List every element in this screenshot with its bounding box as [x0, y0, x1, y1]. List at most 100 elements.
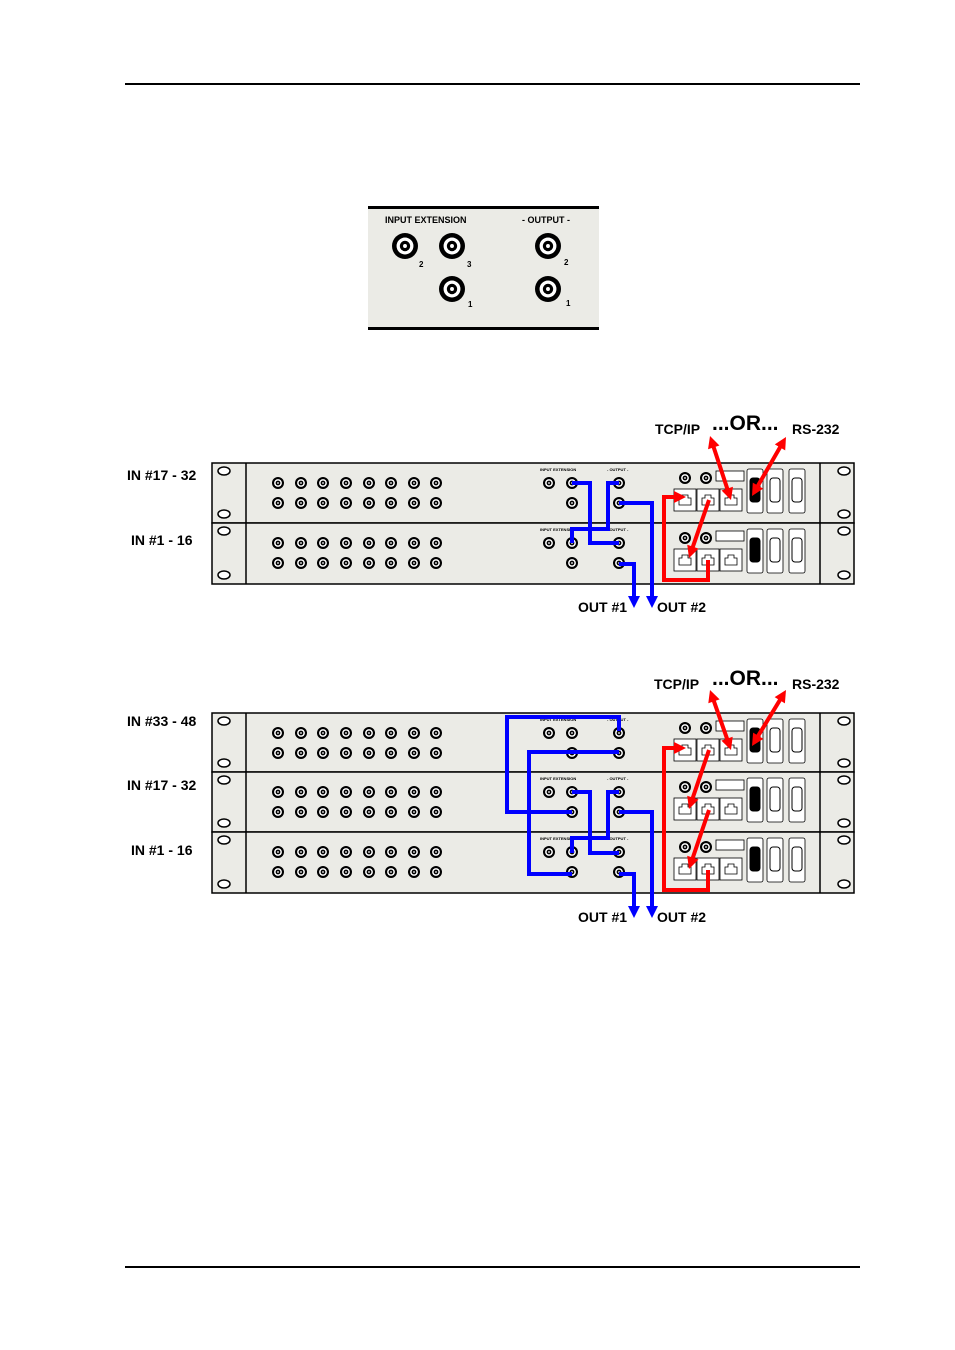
diagram-two-racks: TCP/IP ...OR... RS-232 IN #17 - 32 IN #1…	[127, 412, 855, 615]
rack-mount-hole-icon	[217, 775, 231, 785]
rj45-glyph	[701, 803, 715, 815]
bnc-pin	[277, 542, 279, 544]
bnc-pin	[546, 287, 550, 291]
out2-label: OUT #2	[657, 599, 706, 615]
rj45-glyph	[678, 863, 692, 875]
bnc-pin	[571, 562, 573, 564]
rj45-port-icon	[719, 797, 743, 821]
connector-number: 2	[419, 260, 424, 269]
cable-arrow	[711, 698, 730, 742]
bnc-pin	[300, 542, 302, 544]
bnc-pin	[345, 871, 347, 873]
bnc-pin	[435, 542, 437, 544]
arrow-head-icon	[687, 795, 699, 809]
bnc-pin	[435, 871, 437, 873]
bnc-pin	[435, 502, 437, 504]
bnc-pin	[277, 811, 279, 813]
rack-mount-hole-icon	[837, 818, 851, 828]
arrow-head-icon	[628, 906, 640, 918]
video-cable-out1	[619, 562, 636, 596]
bnc-pin	[368, 811, 370, 813]
rj45-glyph	[724, 494, 738, 506]
rack-mount-hole-icon	[837, 775, 851, 785]
bnc-pin	[413, 752, 415, 754]
arrow-head-icon	[628, 596, 640, 608]
bnc-pin	[571, 502, 573, 504]
bnc-pin	[435, 811, 437, 813]
rack-mount-hole-icon	[217, 526, 231, 536]
arrow-head-icon	[774, 690, 786, 704]
cable-arrow	[755, 444, 783, 489]
bnc-pin	[705, 727, 707, 729]
rj45-port-icon	[719, 857, 743, 881]
bnc-pin	[277, 482, 279, 484]
output-label: - OUTPUT -	[607, 467, 629, 472]
bnc-pin	[435, 482, 437, 484]
bnc-pin	[413, 482, 415, 484]
rack-mount-hole-icon	[217, 818, 231, 828]
diagram-three-racks: TCP/IP ...OR... RS-232 IN #33 - 48 IN #1…	[127, 667, 855, 925]
dip-switch-icon	[715, 530, 745, 542]
bnc-pin	[277, 732, 279, 734]
rack-mount-hole-icon	[837, 835, 851, 845]
rj45-glyph	[724, 803, 738, 815]
rack-mount-hole-icon	[837, 526, 851, 536]
bnc-pin	[300, 502, 302, 504]
bnc-pin	[684, 477, 686, 479]
rack-mount-hole-icon	[217, 716, 231, 726]
bnc-pin	[300, 871, 302, 873]
bnc-pin	[277, 562, 279, 564]
rack-mount-hole-icon	[837, 570, 851, 580]
db9-shell	[769, 477, 781, 503]
rack-mount-hole-icon	[837, 466, 851, 476]
tcpip-label: TCP/IP	[654, 676, 699, 692]
bnc-pin	[345, 502, 347, 504]
bnc-pin	[345, 851, 347, 853]
arrow-head-icon	[752, 732, 764, 746]
video-cable-out2	[619, 810, 654, 906]
arrow-head-icon	[752, 482, 764, 496]
bnc-pin	[345, 752, 347, 754]
arrow-head-icon	[674, 742, 686, 754]
bnc-pin	[571, 732, 573, 734]
bnc-pin	[684, 846, 686, 848]
video-cable-out1	[619, 872, 636, 906]
input-extension-label: INPUT EXTENSION	[540, 467, 576, 472]
bnc-pin	[322, 502, 324, 504]
bnc-pin	[345, 482, 347, 484]
bnc-pin	[413, 871, 415, 873]
rj45-glyph	[701, 554, 715, 566]
bnc-pin	[390, 542, 392, 544]
bnc-pin	[390, 811, 392, 813]
bnc-pin	[413, 542, 415, 544]
db9-shell	[769, 846, 781, 872]
rs232-label: RS-232	[792, 676, 840, 692]
bnc-pin	[390, 851, 392, 853]
bnc-pin	[435, 851, 437, 853]
bnc-pin	[277, 791, 279, 793]
arrow-head-icon	[721, 736, 733, 750]
bnc-pin	[413, 502, 415, 504]
bnc-pin	[300, 732, 302, 734]
rack-mount-hole-icon	[837, 716, 851, 726]
db9-shell	[769, 786, 781, 812]
arrow-head-icon	[708, 436, 720, 450]
output-label: - OUTPUT -	[522, 215, 570, 225]
db9-shell	[749, 537, 761, 563]
rack-mount-hole-icon	[217, 570, 231, 580]
bnc-pin	[368, 502, 370, 504]
rack-unit: INPUT EXTENSION- OUTPUT -	[211, 712, 855, 773]
bnc-pin	[705, 786, 707, 788]
bnc-pin	[684, 537, 686, 539]
connector-number: 1	[468, 300, 473, 309]
input-extension-label: INPUT EXTENSION	[540, 717, 576, 722]
bnc-pin	[450, 287, 454, 291]
video-cable-out2	[619, 501, 654, 596]
rack-unit: INPUT EXTENSION - OUTPUT -	[211, 462, 855, 524]
bnc-pin	[413, 791, 415, 793]
dip-switch-icon	[715, 470, 745, 482]
rj45-port-icon	[719, 548, 743, 572]
rack-mount-hole-icon	[217, 835, 231, 845]
or-label: ...OR...	[712, 667, 779, 690]
input-extension-label: INPUT EXTENSION	[540, 776, 576, 781]
